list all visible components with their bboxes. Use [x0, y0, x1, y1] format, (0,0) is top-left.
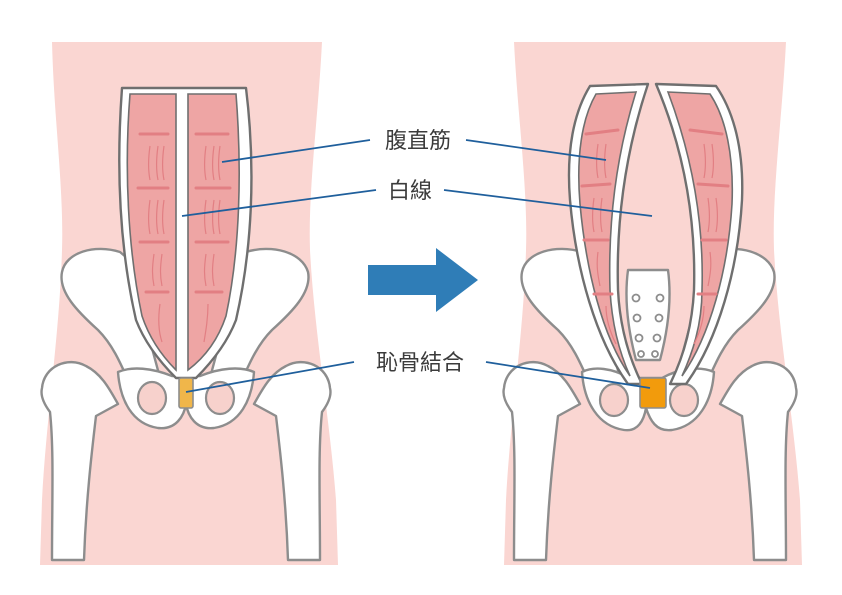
right-sacral-foramina — [631, 293, 665, 358]
label-rectus-abdominis: 腹直筋 — [385, 129, 451, 154]
leader-linea-alba-right — [443, 189, 653, 217]
label-linea-alba: 白線 — [388, 179, 432, 204]
leader-symphysis-right — [485, 361, 651, 389]
leader-lines — [181, 139, 653, 393]
leader-linea-alba-left — [181, 189, 377, 217]
left-pubic-symphysis — [178, 377, 194, 409]
leader-rectus-right — [465, 139, 607, 161]
right-rectus-muscle-r — [666, 91, 734, 377]
right-rectus-muscle-l — [577, 91, 638, 377]
right-muscle-fibers — [591, 143, 719, 345]
right-sacrum — [625, 268, 671, 362]
right-arrow-icon — [368, 248, 478, 312]
right-obturator-hole-r — [668, 382, 700, 418]
right-femur-right — [718, 361, 798, 562]
right-figure-diastasis — [502, 42, 802, 565]
labels: 腹直筋 白線 恥骨結合 — [376, 129, 464, 376]
leader-rectus-left — [221, 139, 371, 163]
right-tendinous-intersections — [580, 128, 730, 296]
left-obturator-hole-l — [136, 380, 168, 416]
right-pubic-symphysis — [639, 377, 667, 409]
label-pubic-symphysis: 恥骨結合 — [376, 351, 464, 376]
left-femur-left — [40, 361, 120, 562]
left-tendinous-intersections — [136, 132, 232, 294]
left-femur-right — [252, 361, 332, 562]
left-figure-normal — [40, 42, 338, 565]
left-muscle-fibers — [147, 145, 221, 343]
left-obturator-hole-r — [204, 380, 236, 416]
right-femur-left — [502, 361, 582, 562]
left-rectus-muscle-l — [126, 93, 177, 372]
leader-symphysis-left — [185, 361, 355, 393]
right-obturator-hole-l — [598, 382, 630, 418]
